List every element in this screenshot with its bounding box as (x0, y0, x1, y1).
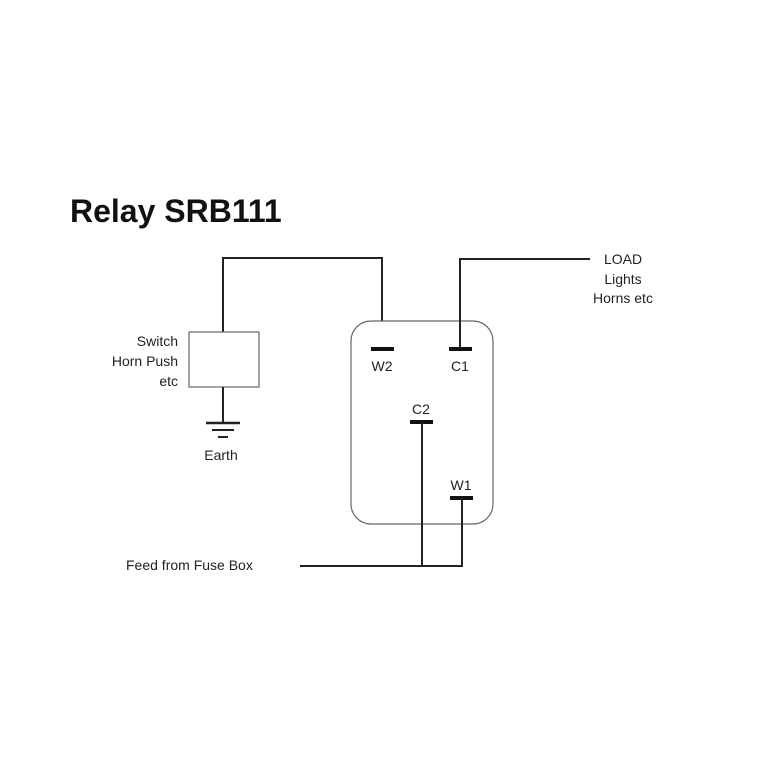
switch-label-line-1: Switch (137, 333, 178, 349)
switch-box (188, 331, 260, 388)
switch-label-line-3: etc (159, 373, 178, 389)
wire-c1-to-load (459, 258, 590, 348)
load-label-line-3: Horns etc (593, 290, 653, 306)
load-label-line-2: Lights (604, 271, 641, 287)
wire-w2-to-switch (222, 257, 383, 348)
terminal-c1-label: C1 (451, 358, 469, 374)
earth-icon (206, 421, 240, 438)
diagram-title: Relay SRB111 (70, 193, 282, 229)
switch-label-line-2: Horn Push (112, 353, 178, 369)
terminal-w1-label: W1 (451, 477, 472, 493)
feed-label: Feed from Fuse Box (126, 557, 253, 573)
earth-label: Earth (204, 447, 237, 463)
terminal-w2-label: W2 (372, 358, 393, 374)
load-label-line-1: LOAD (604, 251, 642, 267)
terminal-c2-label: C2 (412, 401, 430, 417)
wire-feed-to-w1 (300, 498, 463, 567)
